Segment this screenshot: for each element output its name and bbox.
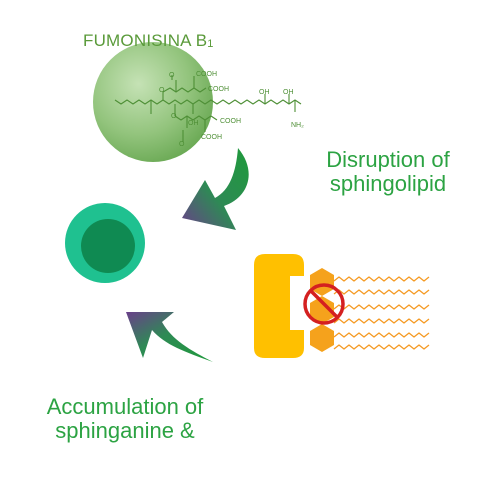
fumonisin-structure [114, 75, 302, 142]
structure-oh-1: OH [188, 120, 199, 127]
caption-disruption-line2: sphingolipid [329, 171, 447, 196]
enzyme-shape [254, 254, 304, 358]
molecule-title-subscript: 1 [207, 38, 214, 50]
structure-oh-2: OH [259, 89, 270, 96]
caption-accumulation-line1: Accumulation of [46, 394, 204, 419]
molecule-title: FUMONISINA B1 [83, 31, 214, 51]
structure-o-4: O [179, 141, 185, 148]
caption-disruption-line1: Disruption of [326, 147, 450, 172]
structure-oh-3: OH [283, 89, 294, 96]
structure-cooh-1: COOH [196, 71, 217, 78]
caption-accumulation: Accumulation of sphinganine & [30, 395, 220, 443]
structure-cooh-3: COOH [220, 118, 241, 125]
curved-arrow-to-cell [182, 148, 249, 230]
structure-labels: COOH COOH COOH COOH O O O O OH OH OH NH₂ [159, 71, 304, 148]
structure-nh2: NH₂ [291, 122, 304, 129]
caption-accumulation-line2: sphinganine & [55, 418, 195, 443]
inhibition-icon [303, 283, 345, 325]
lipid-head-hexagons [310, 268, 334, 352]
structure-o-2: O [159, 87, 165, 94]
structure-o-1: O [169, 72, 175, 79]
molecule-title-main: FUMONISINA B [83, 31, 208, 50]
curved-arrow-from-enzyme [126, 312, 213, 362]
caption-disruption: Disruption of sphingolipid [308, 148, 468, 196]
structure-o-3: O [171, 113, 177, 120]
cell-nucleus [81, 219, 135, 273]
structure-cooh-2: COOH [208, 86, 229, 93]
structure-cooh-4: COOH [201, 134, 222, 141]
lipid-tails [333, 276, 430, 350]
molecule-sphere [93, 42, 213, 162]
